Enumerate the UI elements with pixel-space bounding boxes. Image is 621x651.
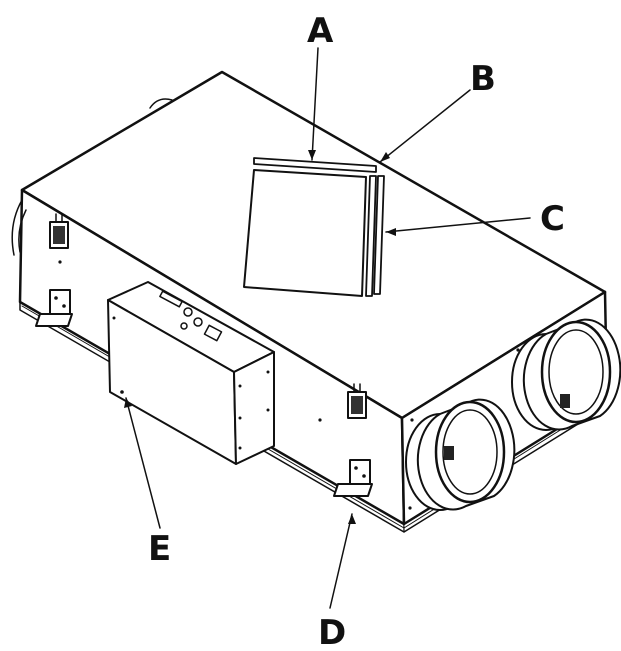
latch-clasp [351,396,363,414]
label-c: C [540,199,565,239]
rivet [318,418,322,422]
spigot-opening [434,400,506,504]
latch-left [49,213,69,249]
rivet [58,260,62,264]
control-box-screw [238,416,242,420]
leader-line-b [379,89,471,163]
spigot-damper [444,446,454,460]
bracket-hole [354,466,358,470]
bracket-foot [333,483,373,497]
filter-assembly [243,157,385,297]
bracket-plate [49,289,71,317]
arrowhead-d [348,514,356,524]
duct-spigot-upper [511,318,621,431]
spigot-inner-rim [548,329,604,415]
control-box-screw [238,446,242,450]
control-box-screw [112,316,116,320]
rivet [410,418,414,422]
latch-clasp [53,226,65,244]
filter-top-strip [253,157,377,173]
latch-hinge [353,383,361,393]
filter-side-strip-2 [373,175,385,295]
mounting-bracket-left [35,289,73,327]
control-box-side [233,351,275,465]
leader-line-c [385,217,531,233]
mounting-bracket-right [333,459,373,497]
arrowhead-a [308,150,316,160]
control-box-display [203,324,223,342]
leader-line-d [329,513,353,609]
control-box-screw [266,408,270,412]
arrowhead-e [124,398,132,408]
left-side-hose [11,199,27,256]
latch-hinge [55,213,63,223]
leader-line-e [125,397,161,529]
control-box-slot [159,290,183,308]
bracket-plate [349,459,371,487]
housing-corner-edge [401,417,405,533]
control-box-knob [180,322,188,330]
rivet [516,348,520,352]
leader-line-a [311,47,319,161]
control-box-knob [193,317,203,327]
bracket-hole [62,304,66,308]
bracket-foot [35,313,73,327]
latch-right [347,383,367,419]
leader-lines [124,47,531,609]
rear-duct-stub [149,98,173,109]
rivet [408,506,412,510]
bracket-hole [54,296,58,300]
control-box-screw [120,390,124,394]
control-box-screw [238,384,242,388]
control-box-screw [266,370,270,374]
label-b: B [470,59,496,99]
label-d: D [318,613,346,651]
filter-panel [243,169,367,297]
label-a: A [307,11,334,51]
filter-side-strip-1 [365,175,377,297]
spigot-damper [560,394,570,408]
spigot-opening [540,320,612,424]
arrowhead-b [380,152,390,162]
bracket-hole [362,474,366,478]
control-box-knob [183,307,193,317]
duct-spigot-lower [405,398,516,511]
spigot-inner-rim [442,409,498,495]
electrical-control-box [107,281,275,465]
label-e: E [148,529,171,569]
arrowhead-c [386,228,396,236]
